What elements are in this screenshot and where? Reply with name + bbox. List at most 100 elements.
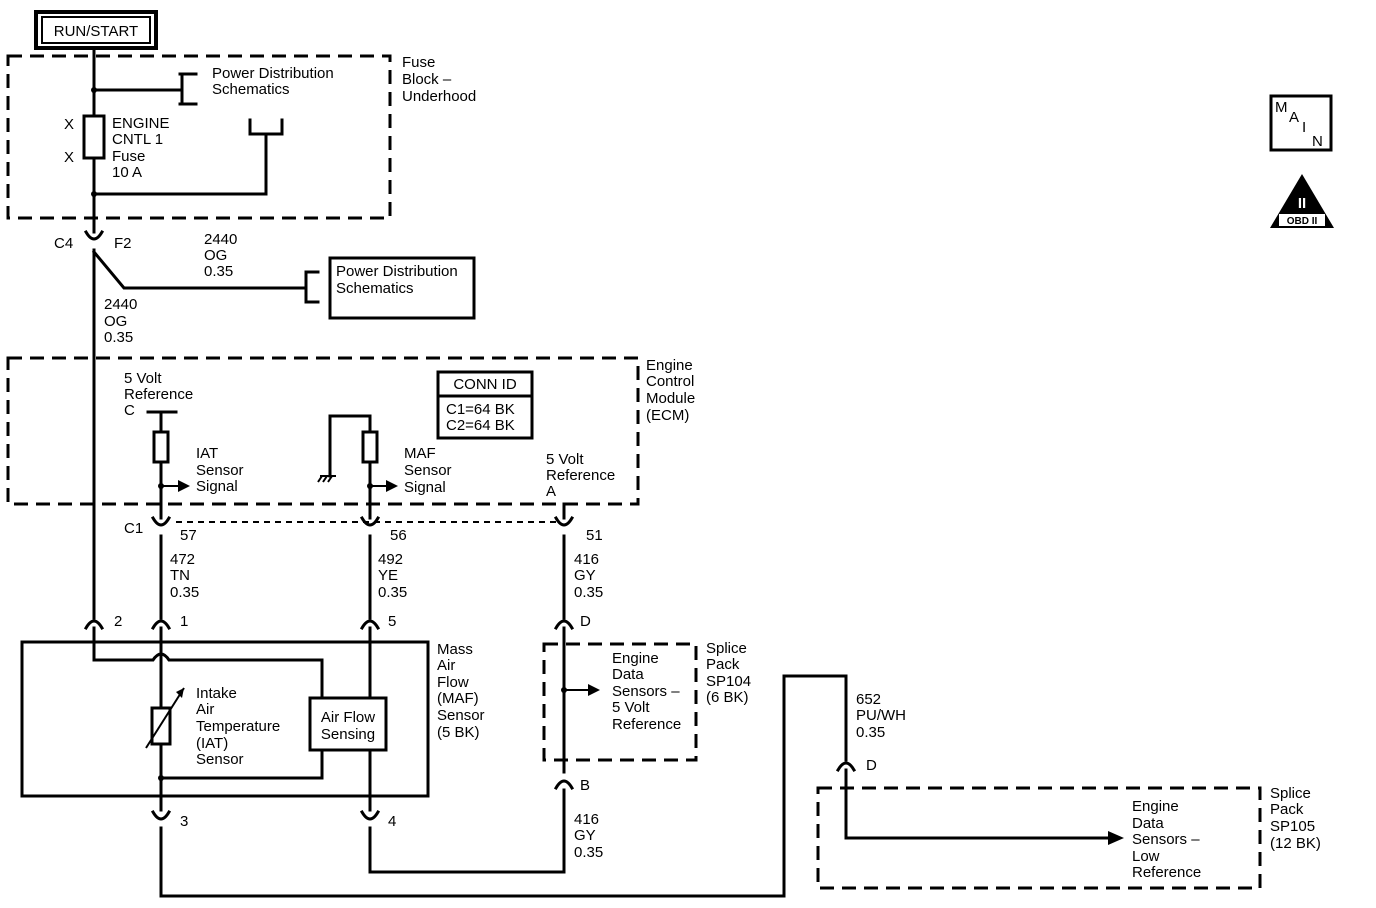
svg-text:Pack: Pack (1270, 801, 1304, 818)
obd-ii-icon: OBD II II (1270, 174, 1334, 228)
ecm-label: Engine Control Module (ECM) (646, 357, 695, 424)
svg-text:GY: GY (574, 567, 596, 584)
svg-text:B: B (580, 777, 590, 794)
svg-text:Fuse: Fuse (112, 148, 145, 165)
svg-text:II: II (1298, 195, 1306, 212)
wire-652-label: 652 PU/WH 0.35 (856, 691, 906, 741)
svg-text:Reference: Reference (546, 467, 615, 484)
wire-416-top-label: 416 GY 0.35 (574, 551, 603, 601)
svg-text:TN: TN (170, 567, 190, 584)
svg-text:C4: C4 (54, 235, 73, 252)
svg-text:57: 57 (180, 527, 197, 544)
svg-text:2440: 2440 (204, 231, 237, 248)
svg-text:I: I (1302, 119, 1306, 136)
svg-text:Underhood: Underhood (402, 88, 476, 105)
svg-text:Reference: Reference (612, 716, 681, 733)
svg-text:Reference: Reference (124, 386, 193, 403)
svg-text:Air: Air (437, 657, 455, 674)
svg-text:Low: Low (1132, 848, 1160, 865)
iat-sensor-label: Intake Air Temperature (IAT) Sensor (196, 685, 280, 768)
svg-text:C2=64 BK: C2=64 BK (446, 417, 515, 434)
svg-text:Splice: Splice (706, 640, 747, 657)
sp105-outline (816, 786, 1262, 890)
ref-a-label: 5 Volt Reference A (546, 451, 615, 500)
svg-text:Sensors –: Sensors – (1132, 831, 1200, 848)
svg-text:C: C (124, 402, 135, 419)
sp104-inner-label: Engine Data Sensors – 5 Volt Reference (612, 650, 681, 733)
svg-text:Splice: Splice (1270, 785, 1311, 802)
svg-text:(5 BK): (5 BK) (437, 724, 480, 741)
svg-text:Sensor: Sensor (196, 462, 244, 479)
pds-top-label: Power Distribution Schematics (212, 65, 334, 98)
svg-text:CNTL 1: CNTL 1 (112, 131, 163, 148)
svg-text:56: 56 (390, 527, 407, 544)
svg-text:5: 5 (388, 613, 396, 630)
svg-text:652: 652 (856, 691, 881, 708)
svg-text:MAF: MAF (404, 445, 436, 462)
svg-text:492: 492 (378, 551, 403, 568)
svg-text:F2: F2 (114, 235, 132, 252)
svg-text:0.35: 0.35 (204, 263, 233, 280)
svg-text:Reference: Reference (1132, 864, 1201, 881)
svg-text:Sensor: Sensor (404, 462, 452, 479)
svg-text:A: A (1289, 109, 1299, 126)
wire-416-bottom-label: 416 GY 0.35 (574, 811, 603, 861)
svg-text:0.35: 0.35 (574, 584, 603, 601)
svg-text:X: X (64, 149, 74, 166)
wire-2440-main-label: 2440 OG 0.35 (104, 296, 137, 346)
svg-text:(ECM): (ECM) (646, 407, 689, 424)
wire-472-label: 472 TN 0.35 (170, 551, 199, 601)
svg-text:4: 4 (388, 813, 396, 830)
iat-pullup-resistor (152, 430, 170, 464)
sp104-outline (542, 642, 698, 762)
fuse-label: ENGINE CNTL 1 Fuse 10 A (112, 115, 170, 181)
svg-text:1: 1 (180, 613, 188, 630)
air-flow-sensing-box: Air Flow Sensing (308, 696, 388, 752)
svg-text:Signal: Signal (404, 479, 446, 496)
svg-text:Power Distribution: Power Distribution (336, 263, 458, 280)
svg-text:Engine: Engine (1132, 798, 1179, 815)
svg-text:Fuse: Fuse (402, 54, 435, 71)
run-start-label: RUN/START (34, 10, 158, 50)
svg-text:SP105: SP105 (1270, 818, 1315, 835)
engine-cntl-fuse (82, 114, 106, 160)
svg-text:YE: YE (378, 567, 398, 584)
fuse-block-label: Fuse Block – Underhood (402, 54, 476, 105)
svg-text:(IAT): (IAT) (196, 735, 228, 752)
svg-text:M: M (1275, 99, 1288, 116)
svg-text:Sensing: Sensing (321, 726, 375, 743)
svg-text:(12 BK): (12 BK) (1270, 835, 1321, 852)
svg-text:D: D (866, 757, 877, 774)
svg-text:X: X (64, 116, 74, 133)
svg-text:Block –: Block – (402, 71, 452, 88)
svg-text:GY: GY (574, 827, 596, 844)
svg-text:Control: Control (646, 373, 694, 390)
svg-text:Pack: Pack (706, 656, 740, 673)
svg-text:Air Flow: Air Flow (321, 709, 375, 726)
svg-text:ENGINE: ENGINE (112, 115, 170, 132)
sp104-label: Splice Pack SP104 (6 BK) (706, 640, 751, 706)
ecm-outline (6, 356, 640, 506)
svg-text:2: 2 (114, 613, 122, 630)
svg-text:5 Volt: 5 Volt (124, 370, 162, 387)
svg-text:Mass: Mass (437, 641, 473, 658)
pds-mid-box: Power Distribution Schematics (328, 256, 476, 320)
wire-492-label: 492 YE 0.35 (378, 551, 407, 601)
svg-text:Schematics: Schematics (336, 280, 414, 297)
sp105-label: Splice Pack SP105 (12 BK) (1270, 785, 1321, 852)
svg-text:(MAF): (MAF) (437, 690, 479, 707)
wire-2440-branch-label: 2440 OG 0.35 (204, 231, 237, 280)
svg-text:Air: Air (196, 701, 214, 718)
svg-text:(6 BK): (6 BK) (706, 689, 749, 706)
svg-text:PU/WH: PU/WH (856, 707, 906, 724)
svg-text:Sensor: Sensor (196, 751, 244, 768)
fuse-block-outline (6, 54, 392, 220)
svg-text:5 Volt: 5 Volt (612, 699, 650, 716)
maf-signal-label: MAF Sensor Signal (404, 445, 452, 496)
svg-text:OG: OG (104, 313, 127, 330)
svg-text:Flow: Flow (437, 674, 469, 691)
svg-text:416: 416 (574, 811, 599, 828)
maf-sensor-outline (20, 640, 430, 798)
maf-pullup-resistor (361, 430, 379, 464)
svg-text:0.35: 0.35 (378, 584, 407, 601)
